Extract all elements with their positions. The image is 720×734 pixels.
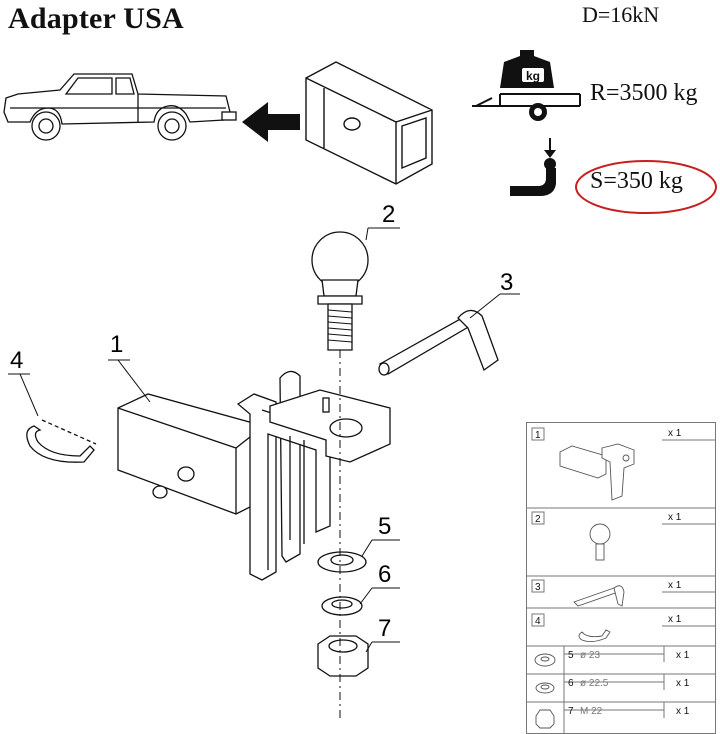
parts-row-6-num: 6 [568, 678, 574, 689]
parts-row-7-spec: M 22 [580, 706, 603, 717]
trailer-weight-icon: kg [472, 50, 581, 121]
callout-4: 4 [10, 347, 23, 374]
parts-row-6-spec: ø 22.5 [580, 678, 609, 689]
parts-row-4-qty: x 1 [668, 614, 682, 625]
trailer-load-label: R=3500 kg [590, 80, 698, 106]
callout-5: 5 [378, 513, 391, 540]
callout-7: 7 [378, 615, 391, 642]
pickup-truck-icon [3, 73, 237, 141]
page-title: Adapter USA [8, 2, 184, 35]
parts-row-6-qty: x 1 [676, 678, 690, 689]
parts-row-5-qty: x 1 [676, 650, 690, 661]
vertical-load-label: S=350 kg [590, 168, 683, 194]
vertical-load-highlight [575, 160, 717, 214]
arrow-left-icon [242, 102, 300, 142]
exploded-view: 1 2 3 4 5 6 7 [8, 201, 520, 720]
parts-row-5-num: 5 [568, 650, 574, 661]
parts-row-3-qty: x 1 [668, 580, 682, 591]
weight-badge: kg [526, 69, 540, 83]
receiver-tube-icon [305, 61, 433, 185]
parts-row-2-qty: x 1 [668, 512, 682, 523]
parts-row-5-spec: ø 23 [580, 650, 600, 661]
parts-row-3-num: 3 [535, 582, 541, 593]
ball-load-icon [510, 138, 556, 196]
parts-row-7-qty: x 1 [676, 706, 690, 717]
parts-row-4-num: 4 [535, 616, 541, 627]
d-value-label: D=16kN [582, 2, 660, 27]
callout-2: 2 [382, 201, 395, 228]
callout-3: 3 [500, 269, 513, 296]
parts-row-1-num: 1 [535, 430, 541, 441]
parts-row-1-qty: x 1 [668, 428, 682, 439]
parts-list: 1 x 1 2 x 1 3 x 1 4 x 1 5 ø 23 x 1 6 ø 2… [526, 422, 716, 734]
callout-1: 1 [110, 331, 123, 358]
parts-row-2-num: 2 [535, 514, 541, 525]
callout-6: 6 [378, 561, 391, 588]
parts-row-7-num: 7 [568, 706, 574, 717]
